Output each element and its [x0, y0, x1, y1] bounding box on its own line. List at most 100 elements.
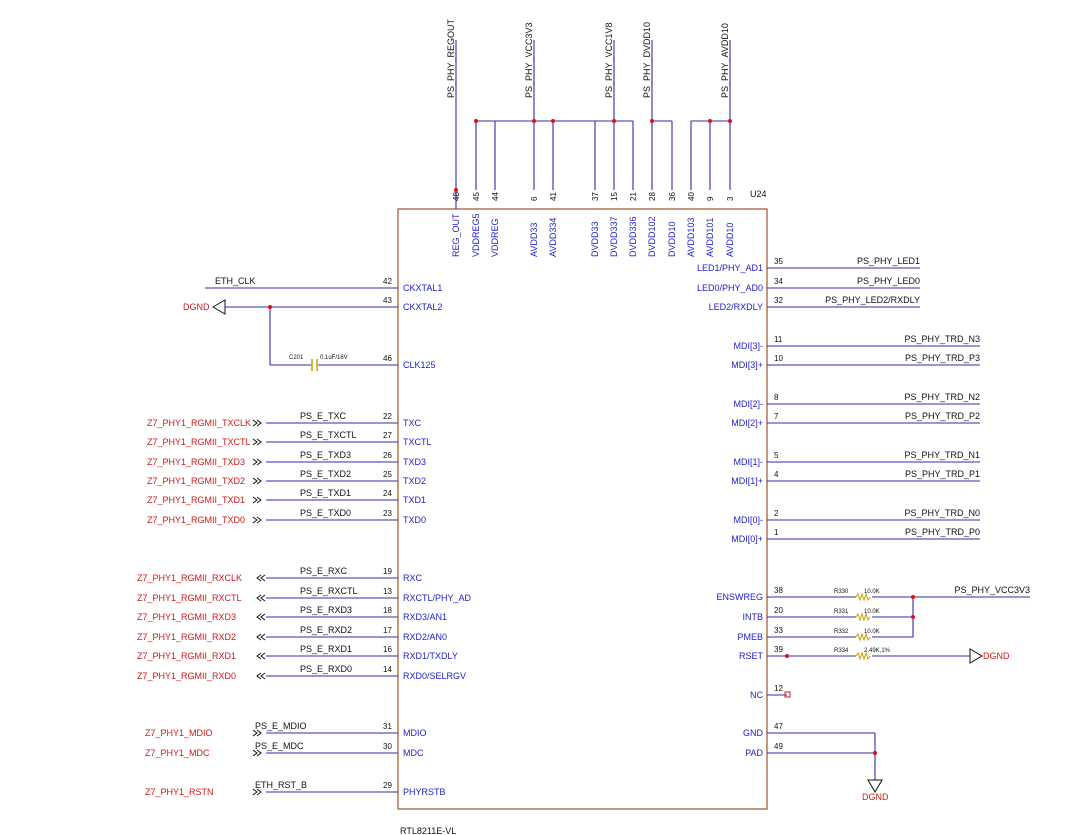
junction-dot: [650, 119, 654, 123]
top-power-wiring: [455, 40, 731, 209]
right-pin-name: GND: [743, 728, 764, 738]
top-net-label: PS_PHY_VCC3V3: [524, 22, 534, 98]
left-pin-number: 27: [383, 431, 392, 440]
right-net-label: PS_PHY_LED1: [857, 256, 920, 266]
top-pin-name: VDDREG5: [471, 213, 481, 257]
top-net-label: PS_PHY_DVDD10: [642, 22, 652, 98]
port-label: Z7_PHY1_RGMII_TXD1: [147, 495, 245, 505]
right-pin-name: MDI[0]+: [731, 534, 763, 544]
junction-dot: [728, 119, 732, 123]
left-pin-name: CKXTAL1: [403, 283, 442, 293]
left-pin-number: 17: [383, 626, 392, 635]
top-pin-name: DVDD33: [590, 221, 600, 257]
port-arrow-icon: [252, 438, 262, 446]
left-pin-name: MDIO: [403, 728, 427, 738]
left-pin-number: 24: [383, 489, 392, 498]
part-value-label: RTL8211E-VL: [400, 826, 456, 835]
top-pin-name: VDDREG: [490, 218, 500, 257]
port-label: Z7_PHY1_RSTN: [145, 787, 214, 797]
right-pin-name: LED1/PHY_AD1: [697, 263, 763, 273]
port-label: Z7_PHY1_RGMII_TXCLK: [147, 418, 251, 428]
left-net-label: PS_E_RXCTL: [300, 586, 358, 596]
top-pin-name: AVDD10: [725, 223, 735, 257]
port-arrow-icon: [256, 672, 266, 680]
left-net-label: ETH_CLK: [215, 276, 256, 286]
left-pin-name: RXD0/SELRGV: [403, 671, 466, 681]
port-label: Z7_PHY1_RGMII_RXD1: [137, 651, 236, 661]
port-label: Z7_PHY1_RGMII_TXD3: [147, 457, 245, 467]
port-label: Z7_PHY1_RGMII_RXCLK: [137, 573, 242, 583]
left-net-label: PS_E_MDC: [255, 741, 304, 751]
left-net-label: PS_E_RXD2: [300, 625, 352, 635]
left-net-label: PS_E_TXD2: [300, 469, 351, 479]
left-pin-number: 30: [383, 742, 392, 751]
left-net-label: PS_E_TXD0: [300, 508, 351, 518]
junction-dot: [532, 119, 536, 123]
junction-dot: [268, 305, 272, 309]
left-pin-name: TXCTL: [403, 437, 432, 447]
resistor-network: [784, 592, 1030, 793]
right-pin-name: NC: [750, 690, 763, 700]
top-pin-name: AVDD101: [705, 218, 715, 257]
top-pin-number: 21: [629, 192, 638, 201]
top-pin-name: DVDD337: [609, 216, 619, 257]
junction-dot: [551, 119, 555, 123]
right-pin-name: MDI[3]-: [733, 341, 763, 351]
left-pin-number: 19: [383, 567, 392, 576]
r331-ref: R331: [834, 609, 849, 615]
left-pin-number: 29: [383, 781, 392, 790]
port-label: Z7_PHY1_RGMII_TXD2: [147, 476, 245, 486]
right-pin-number: 2: [774, 509, 779, 518]
right-pin-number: 11: [774, 335, 783, 344]
left-pin-number: 16: [383, 645, 392, 654]
left-pin-number: 26: [383, 451, 392, 460]
junction-dot: [612, 119, 616, 123]
junction-dot: [708, 119, 712, 123]
top-pin-name: DVDD102: [647, 216, 657, 257]
right-net-label: PS_PHY_LED2/RXDLY: [825, 295, 920, 305]
r330-value: 10.0K: [864, 589, 880, 595]
right-net-label: PS_PHY_LED0: [857, 276, 920, 286]
top-pin-number: 41: [549, 192, 558, 201]
top-net-label: PS_PHY_VCC1V8: [604, 22, 614, 98]
left-pin-number: 22: [383, 412, 392, 421]
right-pin-name: MDI[2]+: [731, 418, 763, 428]
top-pin-number: 45: [472, 192, 481, 201]
port-label: Z7_PHY1_RGMII_RXD0: [137, 671, 236, 681]
right-net-label: PS_PHY_TRD_P0: [905, 527, 980, 537]
dgnd-rset-label: DGND: [983, 651, 1010, 661]
top-pin-name: AVDD33: [529, 223, 539, 257]
right-pin-number: 12: [774, 684, 783, 693]
port-arrow-icon: [256, 633, 266, 641]
left-pin-number: 43: [383, 296, 392, 305]
port-label: Z7_PHY1_MDIO: [145, 728, 213, 738]
right-pin-number: 47: [774, 722, 783, 731]
port-label: Z7_PHY1_MDC: [145, 748, 210, 758]
top-pin-number: 48: [452, 192, 461, 201]
right-pin-number: 20: [774, 606, 783, 615]
left-pin-name: TXD0: [403, 515, 426, 525]
port-arrow-icon: [256, 613, 266, 621]
r331-value: 10.0K: [864, 609, 880, 615]
right-pin-number: 38: [774, 586, 783, 595]
right-pin-number: 34: [774, 277, 783, 286]
right-pin-name: MDI[2]-: [733, 399, 763, 409]
right-net-label: PS_PHY_TRD_P2: [905, 411, 980, 421]
left-pin-number: 23: [383, 509, 392, 518]
clock-wiring: [212, 299, 378, 371]
left-pin-group: 42CKXTAL1ETH_CLK43CKXTAL246CLK12522TXCPS…: [137, 276, 472, 797]
ground-symbol-bottom-icon: [867, 779, 883, 793]
r330-ref: R330: [834, 589, 849, 595]
port-label: Z7_PHY1_RGMII_RXCTL: [137, 593, 242, 603]
top-net-label: PS_PHY_REGOUT: [446, 18, 456, 98]
right-net-label: PS_PHY_TRD_P3: [905, 353, 980, 363]
right-pin-name: PAD: [745, 748, 763, 758]
left-pin-name: RXD1/TXDLY: [403, 651, 458, 661]
port-arrow-icon: [256, 594, 266, 602]
top-pin-number: 9: [706, 196, 715, 201]
port-arrow-icon: [256, 574, 266, 582]
top-pin-number: 37: [591, 192, 600, 201]
right-pin-number: 49: [774, 742, 783, 751]
left-pin-name: MDC: [403, 748, 424, 758]
